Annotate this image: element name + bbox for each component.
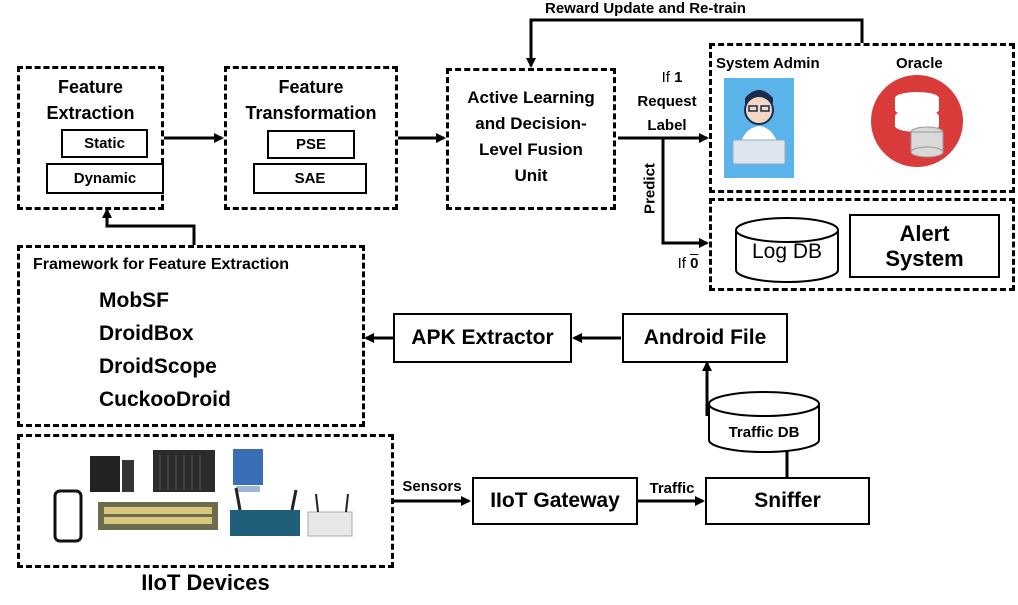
system-admin-icon	[724, 78, 794, 178]
predict-label: Predict	[641, 163, 659, 214]
traffic-label: Traffic	[649, 480, 695, 497]
alert-system-box: Alert System	[849, 214, 1000, 278]
request-label-line-1: If 1	[637, 69, 707, 86]
log-db-cylinder	[735, 217, 839, 283]
tool-droidbox: DroidBox	[99, 322, 194, 345]
oracle-icon	[871, 75, 963, 167]
framework-box	[17, 245, 365, 427]
reward-update-label: Reward Update and Re-train	[545, 0, 746, 17]
tool-cuckoodroid: CuckooDroid	[99, 388, 231, 411]
if-zero-value: 0	[690, 255, 699, 272]
request-if-value: 1	[674, 69, 683, 86]
feature-extraction-title-2: Extraction	[46, 103, 135, 123]
industrial-router-icon	[90, 456, 120, 492]
iiot-devices-label: IIoT Devices	[141, 570, 270, 595]
arrow-predict-to-log	[661, 138, 709, 248]
gateway-device-icon	[307, 511, 353, 537]
smartphone-icon	[53, 489, 83, 543]
admin-oracle-panel	[709, 43, 1015, 193]
if-zero-text: If	[677, 255, 691, 272]
apk-extractor-box: APK Extractor	[393, 313, 572, 363]
system-admin-label: System Admin	[716, 55, 820, 72]
alert-system-line-2: System	[885, 246, 964, 271]
arrow-framework-to-extraction	[102, 208, 196, 245]
static-box: Static	[61, 129, 148, 158]
dynamic-box: Dynamic	[46, 163, 164, 194]
log-db-label: Log DB	[751, 240, 823, 263]
sae-box: SAE	[253, 163, 367, 194]
network-switch-icon	[98, 502, 218, 530]
feature-transformation-title-1: Feature	[278, 77, 344, 97]
iiot-devices-box	[17, 434, 394, 568]
if-zero-label: If 0	[668, 255, 708, 272]
feature-extraction-title-1: Feature	[57, 77, 124, 97]
sniffer-box: Sniffer	[705, 477, 870, 525]
io-module-icon	[233, 449, 263, 485]
android-file-box: Android File	[622, 313, 788, 363]
oracle-label: Oracle	[896, 55, 943, 72]
arrow-reward-update	[526, 18, 864, 68]
traffic-db-label: Traffic DB	[728, 424, 800, 441]
active-learning-line-4: Unit	[514, 166, 548, 185]
feature-extraction-box	[17, 66, 164, 210]
sensors-label: Sensors	[402, 478, 462, 495]
iiot-devices-icons	[53, 449, 353, 543]
request-if-text: If	[661, 69, 675, 86]
active-learning-box	[446, 68, 616, 210]
active-learning-line-2: and Decision-	[475, 114, 587, 133]
request-label-line-3: Label	[647, 117, 687, 134]
tool-droidscope: DroidScope	[99, 355, 217, 378]
feature-transformation-title-2: Transformation	[245, 103, 377, 123]
log-alert-panel	[709, 198, 1015, 291]
tool-mobsf: MobSF	[99, 289, 169, 312]
traffic-db-cylinder	[708, 391, 820, 453]
pse-box: PSE	[267, 130, 355, 159]
active-learning-line-3: Level Fusion	[479, 140, 583, 159]
request-label-line-2: Request	[637, 93, 697, 110]
active-learning-line-1: Active Learning	[467, 88, 595, 107]
feature-transformation-box	[224, 66, 398, 210]
framework-title: Framework for Feature Extraction	[33, 256, 290, 273]
iiot-gateway-box: IIoT Gateway	[472, 477, 638, 525]
alert-system-line-1: Alert	[899, 220, 950, 246]
cellular-router-icon	[230, 510, 300, 536]
